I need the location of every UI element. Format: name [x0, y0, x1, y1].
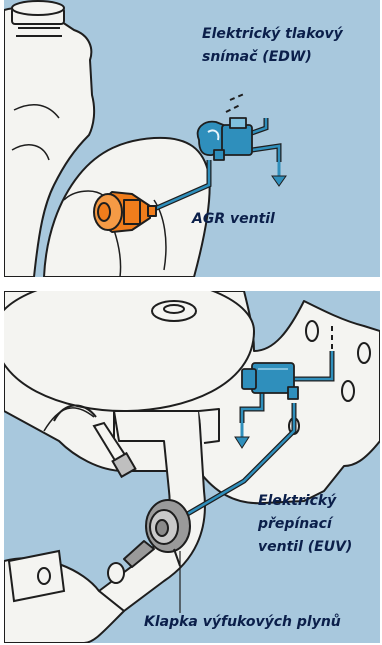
- flow-arrow-down: [271, 162, 287, 187]
- pressure-sensor-label: Elektrický tlakový snímač (EDW): [202, 23, 343, 69]
- switch-valve-label-line1: Elektrický: [258, 493, 337, 509]
- switch-valve-label-line3: ventil (EUV): [258, 539, 353, 555]
- exhaust-flap-diagram-panel: Elektrický přepínací ventil (EUV) Klapka…: [4, 291, 380, 643]
- egr-diagram-panel: Elektrický tlakový snímač (EDW) AGR vent…: [4, 0, 380, 277]
- exhaust-flange: [7, 549, 125, 603]
- switch-valve-euv: [241, 362, 299, 400]
- engine-bowl: [4, 291, 255, 413]
- egr-valve-label: AGR ventil: [192, 208, 275, 231]
- exhaust-flap-label: Klapka výfukových plynů: [144, 611, 341, 634]
- switch-valve-label-line2: přepínací: [258, 516, 332, 532]
- lambda-probe: [53, 404, 137, 479]
- pressure-sensor-label-line1: Elektrický tlakový: [202, 26, 343, 42]
- exhaust-flap-illustration: [4, 291, 380, 643]
- egr-valve: [93, 191, 157, 233]
- reservoir-cap: [11, 0, 65, 37]
- flow-arrow-down: [234, 423, 250, 449]
- egr-illustration: [4, 0, 380, 277]
- exhaust-flap-label-text: Klapka výfukových plynů: [144, 614, 341, 630]
- exhaust-flap-actuator: [123, 499, 191, 568]
- pressure-sensor-label-line2: snímač (EDW): [202, 49, 312, 65]
- engine-detail-lines: [11, 103, 167, 277]
- pressure-sensor-edw: [196, 117, 253, 161]
- switch-valve-label: Elektrický přepínací ventil (EUV): [258, 490, 352, 559]
- egr-valve-label-text: AGR ventil: [192, 211, 275, 227]
